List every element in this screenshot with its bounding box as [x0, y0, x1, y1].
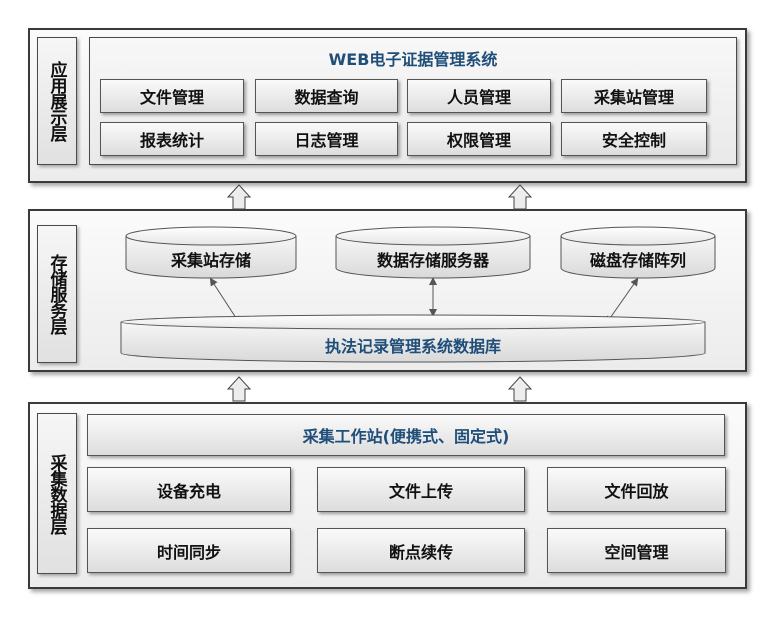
collection-side-label: 采集数据层 [37, 413, 77, 574]
up-arrow [507, 184, 533, 210]
storage-side-label: 存储服务层 [37, 225, 77, 363]
module-box: 人员管理 [407, 79, 551, 113]
store-label: 数据存储服务器 [376, 251, 489, 270]
up-arrow [226, 184, 252, 210]
collection-side-text: 采集数据层 [46, 453, 67, 534]
connector-arrow [605, 277, 639, 325]
function-box: 空间管理 [547, 528, 726, 573]
store-cylinder [335, 226, 531, 279]
module-box: 文件管理 [100, 79, 244, 113]
module-box: 日志管理 [255, 122, 398, 156]
presentation-side-text: 应用展示层 [46, 61, 67, 141]
function-box: 文件上传 [317, 467, 525, 512]
workstation-box: 采集工作站(便携式、固定式) [87, 414, 725, 456]
storage-side-text: 存储服务层 [46, 254, 67, 334]
module-box: 权限管理 [407, 122, 551, 156]
up-arrow [507, 376, 533, 402]
module-box: 采集站管理 [561, 79, 707, 113]
presentation-title: WEB电子证据管理系统 [328, 50, 498, 69]
database-cylinder [120, 314, 706, 363]
module-box: 安全控制 [561, 122, 707, 156]
function-box: 时间同步 [87, 528, 291, 573]
module-box: 数据查询 [255, 79, 398, 113]
store-cylinder [560, 226, 716, 279]
function-box: 文件回放 [547, 467, 726, 512]
workstation-label: 采集工作站(便携式、固定式) [302, 427, 510, 446]
connector-arrow [209, 277, 241, 325]
store-label: 磁盘存储阵列 [589, 251, 686, 270]
module-box: 报表统计 [100, 122, 244, 156]
function-box: 断点续传 [317, 528, 525, 573]
function-box: 设备充电 [87, 467, 291, 512]
up-arrow [226, 376, 252, 402]
store-label: 采集站存储 [170, 251, 251, 270]
presentation-side-label: 应用展示层 [37, 37, 77, 165]
database-label: 执法记录管理系统数据库 [324, 337, 501, 356]
